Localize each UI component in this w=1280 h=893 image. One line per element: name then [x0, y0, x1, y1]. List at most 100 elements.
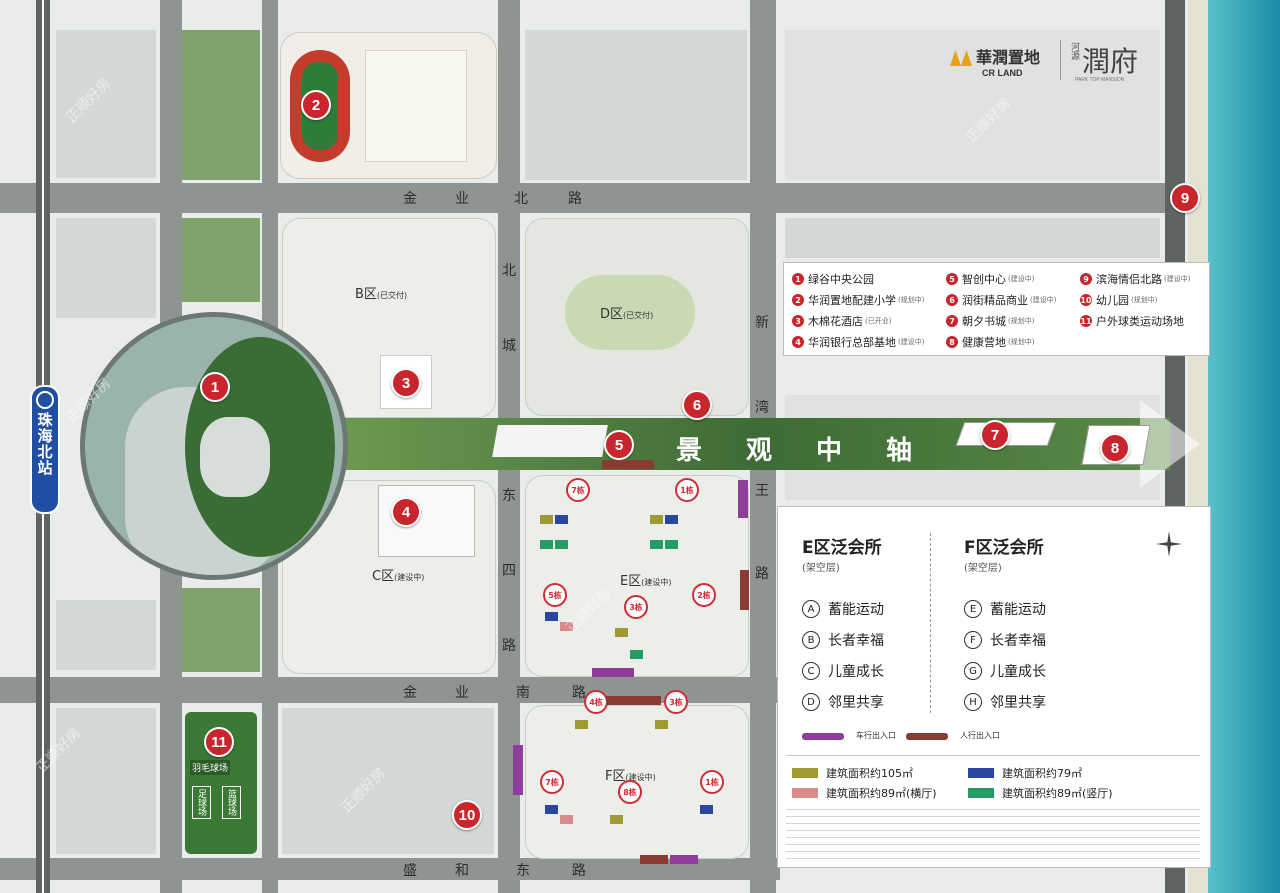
- unit-block: [545, 612, 558, 621]
- map-pin-11[interactable]: 11: [204, 727, 234, 757]
- ped-entry-label: 人行出入口: [960, 731, 1000, 740]
- ped-entry-swatch: [906, 733, 948, 740]
- map-pin-3[interactable]: 3: [391, 368, 421, 398]
- road-name: 城: [502, 338, 516, 354]
- badminton-label: 羽毛球场: [190, 760, 231, 775]
- map-pin-4[interactable]: 4: [391, 497, 421, 527]
- zone-f-label: F区(建设中): [605, 769, 656, 784]
- road-name: 四: [502, 563, 516, 579]
- building-pin[interactable]: 1栋: [675, 478, 699, 502]
- car-entrance: [513, 745, 523, 795]
- project-en: PARK TOP MANSION: [1075, 77, 1125, 83]
- unit-legend-item: 建筑面积约79㎡: [968, 765, 1082, 781]
- road-name: 路: [572, 863, 586, 879]
- club-divider: [930, 533, 932, 713]
- ped-entrance: [740, 570, 749, 610]
- map-pin-2[interactable]: 2: [301, 90, 331, 120]
- zone-c-label: C区(建设中): [372, 569, 425, 584]
- unit-legend-divider: [786, 755, 1200, 756]
- sea: [1205, 0, 1280, 893]
- axis-char: 轴: [886, 436, 913, 466]
- brand-divider: [1060, 40, 1061, 80]
- car-entry-swatch: [802, 733, 844, 740]
- building-pin[interactable]: 2栋: [692, 583, 716, 607]
- green-area: [182, 218, 260, 302]
- zone-d-lawn: [565, 275, 695, 350]
- building-pin[interactable]: 5栋: [543, 583, 567, 607]
- school-building: [365, 50, 467, 162]
- building-pin[interactable]: 8栋: [618, 780, 642, 804]
- block: [785, 218, 1160, 258]
- e-club-title: E区泛会所: [802, 538, 882, 558]
- map-pin-8[interactable]: 8: [1100, 433, 1130, 463]
- park-pond: [200, 417, 270, 497]
- zone-e-label: E区(建设中): [620, 574, 672, 589]
- road-name: 新: [755, 315, 769, 331]
- unit-legend-item: 建筑面积约105㎡: [792, 765, 913, 781]
- block: [525, 30, 747, 180]
- map-pin-1[interactable]: 1: [200, 372, 230, 402]
- map-pin-9[interactable]: 9: [1170, 183, 1200, 213]
- road-name: 路: [572, 685, 586, 701]
- axis-char: 景: [676, 436, 703, 466]
- road-shenghe: [0, 858, 780, 880]
- map-pin-5[interactable]: 5: [604, 430, 634, 460]
- e-club-sub: (架空层): [802, 563, 840, 574]
- road-name: 盛: [403, 863, 417, 879]
- unit-legend-item: 建筑面积约89㎡(横厅): [792, 785, 937, 801]
- building-pin[interactable]: 7栋: [566, 478, 590, 502]
- green-area: [182, 30, 260, 180]
- unit-block: [545, 805, 558, 814]
- unit-block: [650, 515, 663, 524]
- unit-block: [560, 622, 573, 631]
- building-pin[interactable]: 3栋: [664, 690, 688, 714]
- project-cn: 潤府: [1082, 45, 1139, 78]
- unit-block: [610, 815, 623, 824]
- building-pin[interactable]: 3栋: [624, 595, 648, 619]
- unit-block: [665, 515, 678, 524]
- unit-block: [555, 515, 568, 524]
- road-name: 路: [568, 191, 582, 207]
- unit-block: [555, 540, 568, 549]
- train-icon: [36, 391, 54, 409]
- road-name: 金: [403, 191, 417, 207]
- crland-logo-icon: [950, 50, 972, 66]
- bank-building: [378, 485, 475, 557]
- map-pin-10[interactable]: 10: [452, 800, 482, 830]
- unit-legend-item: 建筑面积约89㎡(竖厅): [968, 785, 1113, 801]
- zone-b-label: B区(已交付): [355, 287, 408, 302]
- map-pin-7[interactable]: 7: [980, 420, 1010, 450]
- unit-block: [700, 805, 713, 814]
- axis-arrow: [1140, 400, 1200, 488]
- map-pin-6[interactable]: 6: [682, 390, 712, 420]
- car-entrance: [670, 855, 698, 864]
- building-pin[interactable]: 4栋: [584, 690, 608, 714]
- zone-e-site: [525, 475, 749, 677]
- building-pin[interactable]: 7栋: [540, 770, 564, 794]
- car-entrance: [738, 480, 748, 518]
- station-name: 珠海北站: [35, 412, 54, 476]
- road-name: 业: [455, 685, 469, 701]
- brand-area: 華潤置地 CR LAND 河源 潤府 PARK TOP MANSION: [950, 40, 1155, 85]
- football-label: 足球场: [192, 786, 211, 819]
- axis-building-5: [492, 425, 608, 457]
- road-name: 东: [502, 488, 516, 504]
- unit-block: [655, 720, 668, 729]
- unit-block: [665, 540, 678, 549]
- building-pin[interactable]: 1栋: [700, 770, 724, 794]
- road-beicheng: [498, 0, 520, 420]
- road-jinye-north: [0, 183, 1200, 213]
- car-entry-label: 车行出入口: [856, 731, 896, 740]
- compass-icon: [1156, 531, 1182, 557]
